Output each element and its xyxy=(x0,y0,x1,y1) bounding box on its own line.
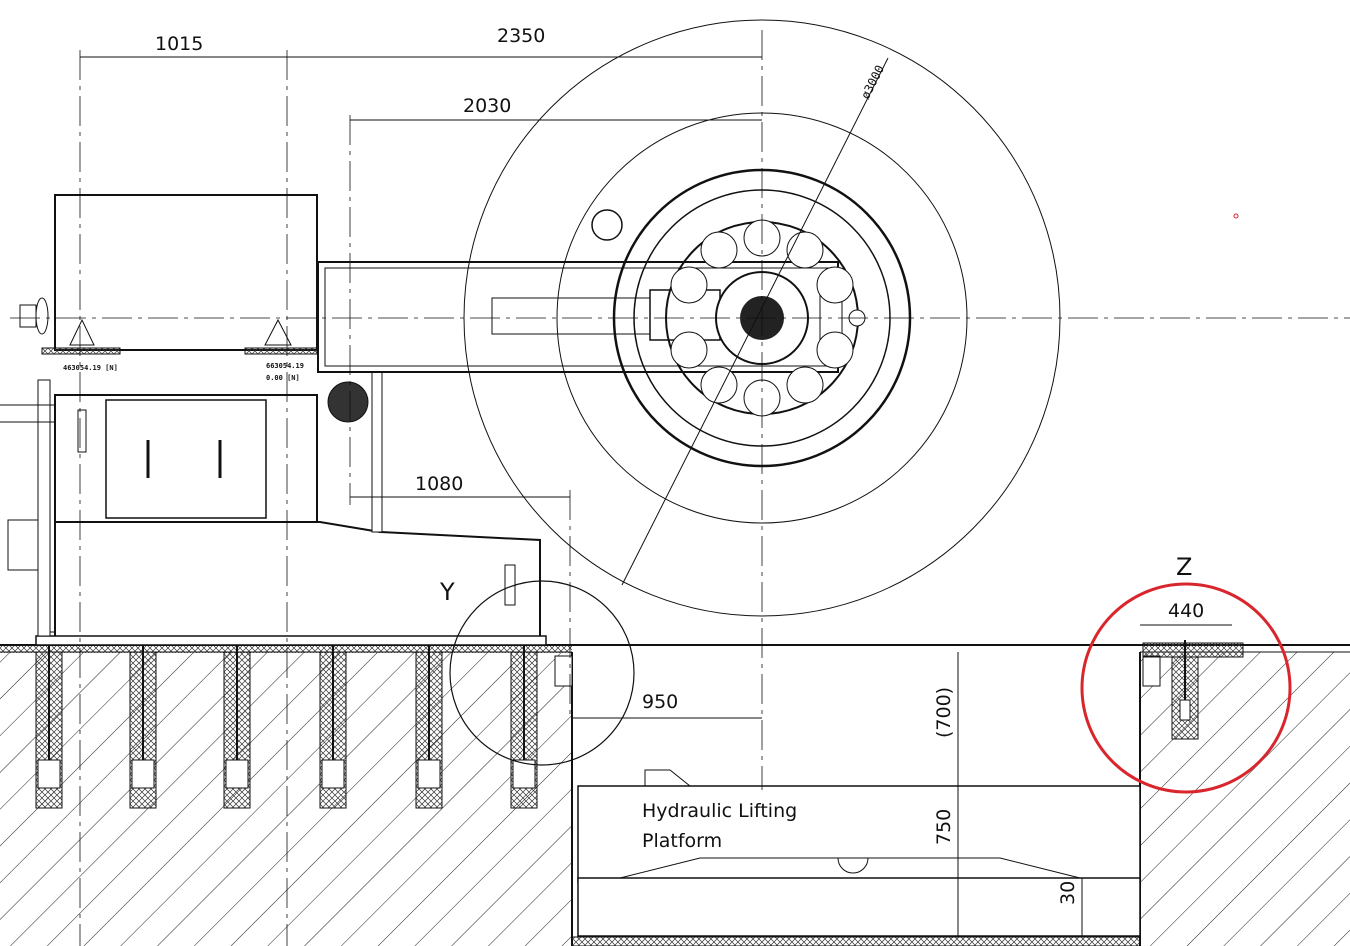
lifting-platform xyxy=(577,785,1141,883)
detail-z-label: Z xyxy=(1176,553,1192,581)
pile xyxy=(129,630,157,809)
detail-y-circle xyxy=(449,580,635,766)
pile xyxy=(415,630,443,809)
platform-label-line1: Hydraulic Lifting xyxy=(642,800,797,822)
dim-750: 750 xyxy=(933,809,955,845)
load-right-vertical: 663054.19 xyxy=(266,362,304,370)
detail-y-label: Y xyxy=(439,578,455,606)
load-left: 463054.19 [N] xyxy=(63,364,118,372)
dim-700: (700) xyxy=(933,687,955,738)
dim-440: 440 xyxy=(1168,600,1204,622)
foundation-piles xyxy=(35,630,538,809)
detail-z-anchor xyxy=(1142,640,1244,740)
pile xyxy=(510,630,538,809)
dim-1080: 1080 xyxy=(415,473,463,495)
upper-housing xyxy=(54,194,318,351)
platform-label-line2: Platform xyxy=(642,830,722,852)
dim-950: 950 xyxy=(642,691,678,713)
load-right-horizontal: 0.00 [N] xyxy=(266,374,300,382)
detail-z-highlight xyxy=(1080,582,1292,794)
turntable-holes xyxy=(670,219,854,417)
ground-hatching xyxy=(0,644,1350,946)
marker-dot xyxy=(1233,213,1239,219)
dim-30: 30 xyxy=(1057,881,1079,905)
machine-body xyxy=(0,194,547,646)
pit xyxy=(554,652,1161,946)
dim-2030: 2030 xyxy=(463,95,511,117)
centerlines xyxy=(10,30,1350,946)
dim-2350: 2350 xyxy=(497,25,545,47)
pile xyxy=(35,630,63,809)
dimension-lines xyxy=(80,56,1232,936)
dim-1015: 1015 xyxy=(155,33,203,55)
dim-diameter: ø3000 xyxy=(858,63,887,102)
pile xyxy=(223,630,251,809)
pile xyxy=(319,630,347,809)
